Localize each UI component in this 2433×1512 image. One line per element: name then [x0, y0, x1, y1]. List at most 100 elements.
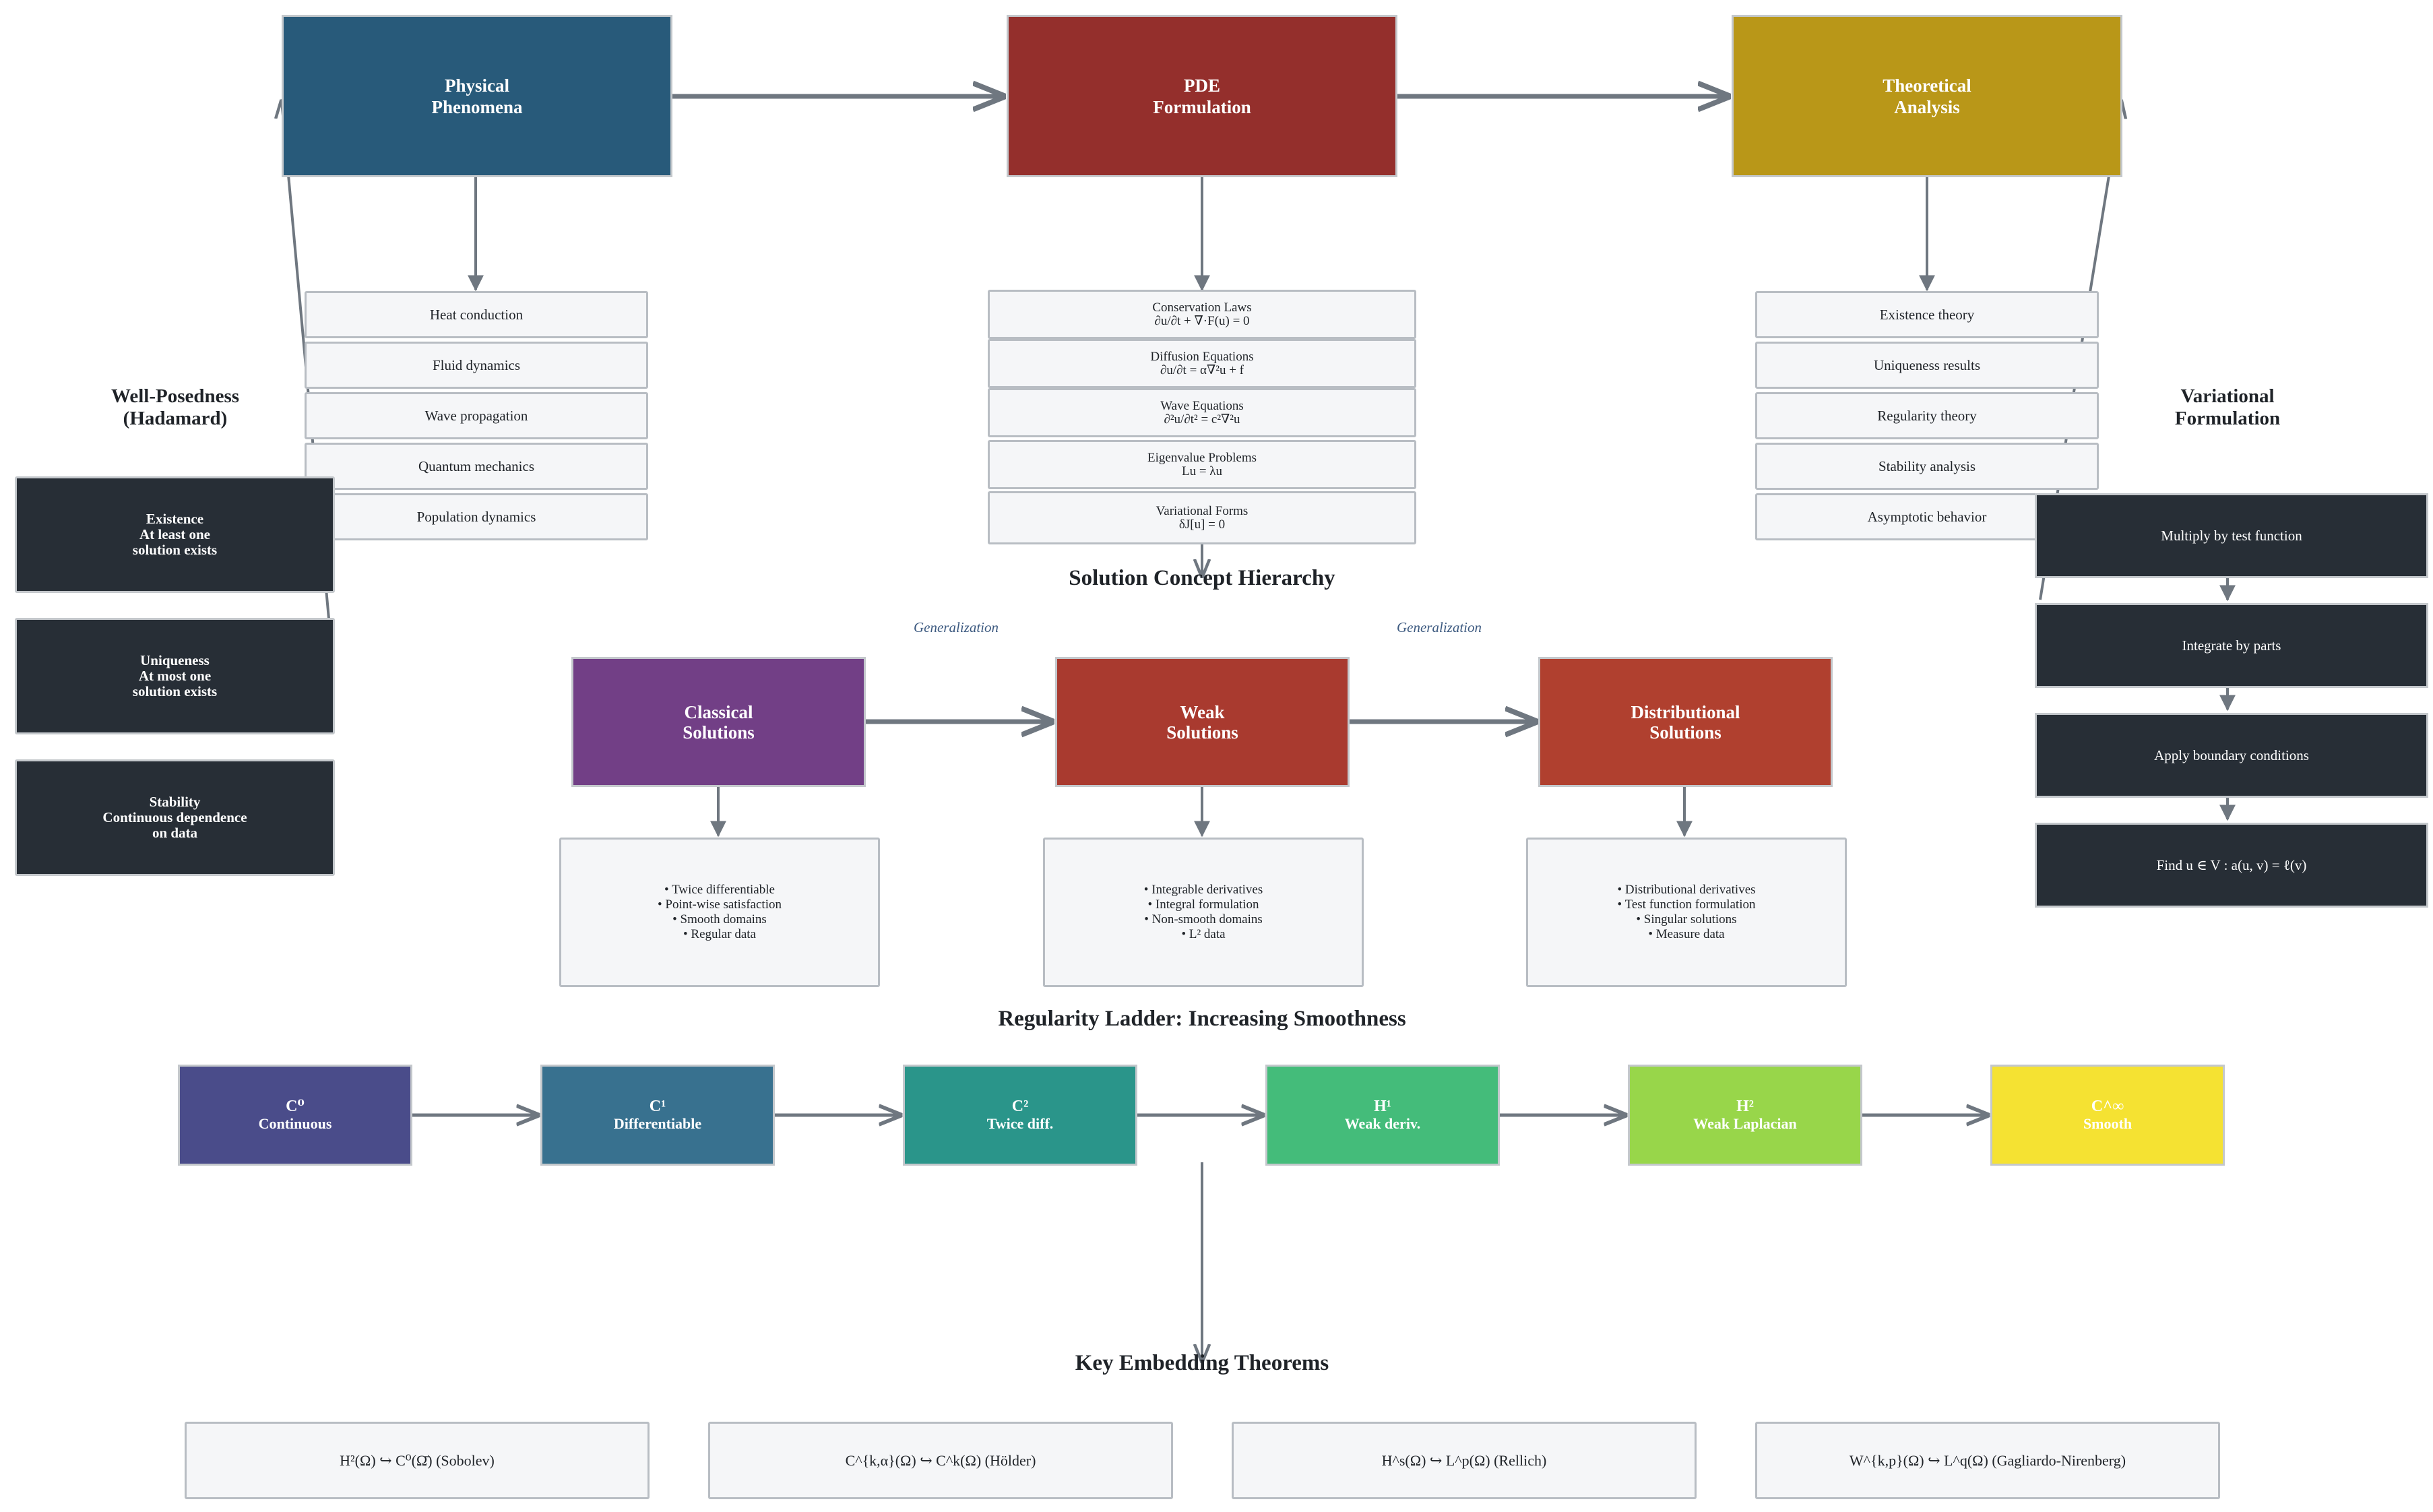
classical-description: • Twice differentiable • Point-wise sati… — [559, 838, 880, 987]
pde-item[interactable]: Diffusion Equations ∂u/∂t = α∇²u + f — [988, 339, 1416, 388]
wellposed-name: Stability — [149, 794, 201, 810]
generalization-label: Generalization — [1397, 619, 1482, 635]
variational-step[interactable]: Apply boundary conditions — [2035, 713, 2428, 798]
description-line: • L² data — [1181, 927, 1226, 941]
box-pde-formulation[interactable]: PDE Formulation — [1007, 15, 1397, 177]
physical-item-label: Heat conduction — [429, 307, 524, 323]
theory-item[interactable]: Stability analysis — [1755, 443, 2099, 490]
description-line: • Integrable derivatives — [1143, 883, 1263, 897]
ladder-step-h2[interactable]: H² Weak Laplacian — [1628, 1065, 1862, 1166]
ladder-step-h1[interactable]: H¹ Weak deriv. — [1265, 1065, 1500, 1166]
ladder-symbol: C² — [1011, 1098, 1029, 1115]
theory-item-label: Stability analysis — [1878, 458, 1976, 474]
embedding-theorem[interactable]: H²(Ω) ↪ C⁰(Ω̄) (Sobolev) — [185, 1422, 650, 1499]
classical-solutions-label: Classical Solutions — [683, 701, 755, 743]
box-classical-solutions[interactable]: Classical Solutions — [571, 657, 866, 787]
pde-item-name: Eigenvalue Problems — [1147, 450, 1257, 465]
ladder-step-c2[interactable]: C² Twice diff. — [903, 1065, 1137, 1166]
physical-item[interactable]: Heat conduction — [305, 291, 648, 338]
embedding-theorem-label: C^{k,α}(Ω) ↪ C^k(Ω) (Hölder) — [845, 1451, 1036, 1469]
wellposed-name: Existence — [146, 511, 204, 527]
box-weak-solutions[interactable]: Weak Solutions — [1055, 657, 1350, 787]
theory-item[interactable]: Regularity theory — [1755, 392, 2099, 439]
pde-item-name: Diffusion Equations — [1150, 349, 1254, 364]
embedding-theorem[interactable]: C^{k,α}(Ω) ↪ C^k(Ω) (Hölder) — [708, 1422, 1173, 1499]
pde-item-equation: Lu = λu — [1181, 464, 1223, 478]
ladder-step-c0[interactable]: C⁰ Continuous — [178, 1065, 412, 1166]
physical-item-label: Wave propagation — [424, 408, 528, 424]
weak-solutions-label: Weak Solutions — [1166, 701, 1238, 743]
weak-description: • Integrable derivatives • Integral form… — [1043, 838, 1364, 987]
physical-phenomena-label: Physical Phenomena — [431, 75, 523, 117]
pde-item[interactable]: Conservation Laws ∂u/∂t + ∇·F(u) = 0 — [988, 290, 1416, 339]
wellposed-desc: At least one solution exists — [132, 526, 218, 558]
description-line: • Non-smooth domains — [1144, 912, 1263, 926]
ladder-label: Weak Laplacian — [1693, 1115, 1797, 1132]
variational-step-label: Find u ∈ V : a(u, v) = ℓ(v) — [2156, 856, 2307, 873]
ladder-label: Weak deriv. — [1344, 1115, 1421, 1132]
embedding-theorem[interactable]: W^{k,p}(Ω) ↪ L^q(Ω) (Gagliardo-Nirenberg… — [1755, 1422, 2220, 1499]
pde-item[interactable]: Wave Equations ∂²u/∂t² = c²∇²u — [988, 388, 1416, 437]
wellposed-desc: At most one solution exists — [132, 668, 218, 699]
pde-item-equation: ∂²u/∂t² = c²∇²u — [1164, 412, 1240, 427]
description-line: • Point-wise satisfaction — [658, 897, 782, 912]
pde-item-name: Variational Forms — [1156, 503, 1249, 518]
theory-item[interactable]: Uniqueness results — [1755, 342, 2099, 389]
physical-item-label: Quantum mechanics — [418, 458, 535, 474]
embeddings-title: Key Embedding Theorems — [1075, 1351, 1329, 1375]
box-distributional-solutions[interactable]: Distributional Solutions — [1538, 657, 1833, 787]
ladder-symbol: H² — [1736, 1098, 1754, 1115]
distributional-solutions-label: Distributional Solutions — [1631, 701, 1740, 743]
physical-item[interactable]: Wave propagation — [305, 392, 648, 439]
wellposed-uniqueness[interactable]: Uniqueness At most one solution exists — [15, 618, 335, 734]
physical-item-label: Fluid dynamics — [432, 357, 521, 373]
ladder-label: Smooth — [2083, 1115, 2132, 1132]
pde-formulation-label: PDE Formulation — [1153, 75, 1251, 117]
physical-item[interactable]: Quantum mechanics — [305, 443, 648, 490]
embedding-theorem-label: H²(Ω) ↪ C⁰(Ω̄) (Sobolev) — [340, 1451, 495, 1469]
pde-item-name: Wave Equations — [1160, 398, 1244, 413]
wellposed-existence[interactable]: Existence At least one solution exists — [15, 476, 335, 593]
pde-item[interactable]: Eigenvalue Problems Lu = λu — [988, 440, 1416, 489]
embedding-theorem-label: H^s(Ω) ↪ L^p(Ω) (Rellich) — [1381, 1451, 1547, 1469]
variational-step-label: Multiply by test function — [2161, 527, 2302, 544]
ladder-step-cinf[interactable]: C^∞ Smooth — [1990, 1065, 2225, 1166]
theory-item-label: Existence theory — [1879, 307, 1975, 323]
description-line: • Test function formulation — [1617, 897, 1756, 912]
wellposed-stability[interactable]: Stability Continuous dependence on data — [15, 759, 335, 876]
ladder-symbol: C^∞ — [2091, 1098, 2124, 1115]
description-line: • Smooth domains — [672, 912, 767, 926]
pde-item-equation: δJ[u] = 0 — [1178, 517, 1226, 532]
pde-item-name: Conservation Laws — [1152, 300, 1252, 315]
theory-item-label: Regularity theory — [1877, 408, 1977, 424]
ladder-title: Regularity Ladder: Increasing Smoothness — [998, 1007, 1406, 1031]
variational-step-label: Integrate by parts — [2182, 637, 2281, 654]
distributional-description: • Distributional derivatives • Test func… — [1526, 838, 1847, 987]
description-line: • Regular data — [683, 927, 756, 941]
variational-step[interactable]: Multiply by test function — [2035, 493, 2428, 578]
box-physical-phenomena[interactable]: Physical Phenomena — [282, 15, 672, 177]
wellposed-desc: Continuous dependence on data — [102, 809, 247, 841]
description-line: • Distributional derivatives — [1617, 883, 1756, 897]
theoretical-analysis-label: Theoretical Analysis — [1883, 75, 1971, 117]
physical-item-label: Population dynamics — [416, 509, 536, 525]
box-theoretical-analysis[interactable]: Theoretical Analysis — [1732, 15, 2122, 177]
ladder-label: Differentiable — [613, 1115, 702, 1132]
pde-item-equation: ∂u/∂t + ∇·F(u) = 0 — [1154, 313, 1250, 328]
embedding-theorem[interactable]: H^s(Ω) ↪ L^p(Ω) (Rellich) — [1232, 1422, 1697, 1499]
variational-step[interactable]: Find u ∈ V : a(u, v) = ℓ(v) — [2035, 823, 2428, 908]
hierarchy-title: Solution Concept Hierarchy — [1069, 566, 1335, 590]
description-line: • Integral formulation — [1147, 897, 1259, 912]
ladder-symbol: H¹ — [1374, 1098, 1391, 1115]
theory-item[interactable]: Existence theory — [1755, 291, 2099, 338]
theory-item-label: Uniqueness results — [1873, 357, 1981, 373]
ladder-label: Twice diff. — [986, 1115, 1054, 1132]
pde-item[interactable]: Variational Forms δJ[u] = 0 — [988, 491, 1416, 544]
description-line: • Twice differentiable — [664, 883, 775, 897]
physical-item[interactable]: Population dynamics — [305, 493, 648, 540]
ladder-step-c1[interactable]: C¹ Differentiable — [540, 1065, 775, 1166]
variational-step[interactable]: Integrate by parts — [2035, 603, 2428, 688]
ladder-symbol: C⁰ — [286, 1098, 305, 1115]
physical-item[interactable]: Fluid dynamics — [305, 342, 648, 389]
